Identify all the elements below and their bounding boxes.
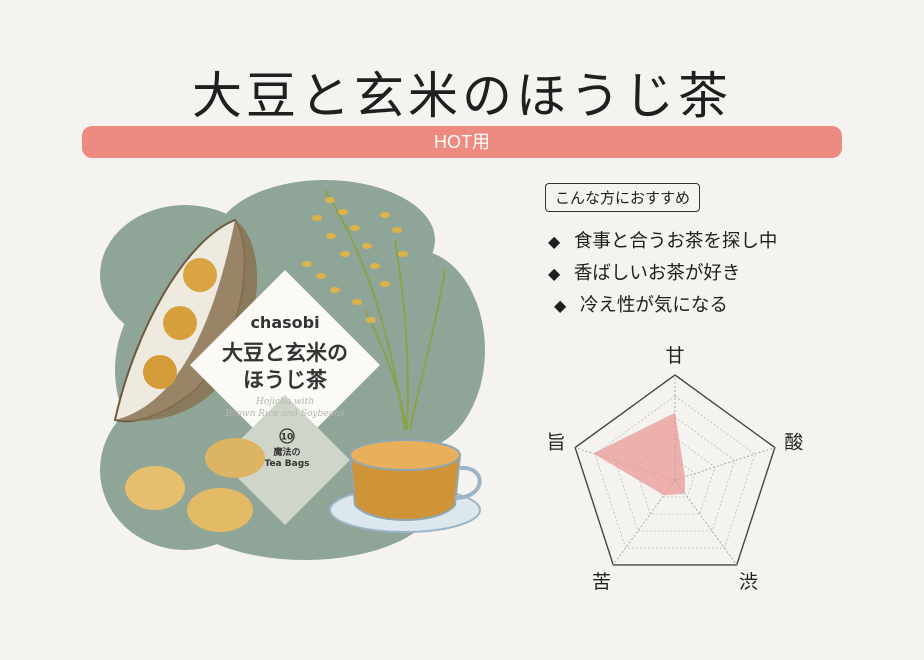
diamond-bullet-icon: ◆ [548, 264, 561, 283]
recommend-list: ◆ 食事と合うお茶を探し中 ◆ 香ばしいお茶が好き ◆ 冷え性が気になる [548, 226, 777, 322]
radar-axis-label: 甘 [665, 345, 684, 367]
radar-grid-ring [574, 374, 776, 566]
recommend-item: ◆ 冷え性が気になる [548, 290, 777, 322]
hot-use-banner: HOT用 [82, 126, 842, 158]
diamond-bullet-icon: ◆ [554, 296, 567, 315]
package-english-line1: Hojicha with [255, 397, 314, 407]
product-illustration: chasobi 大豆と玄米の ほうじ茶 Hojicha with Brown R… [100, 180, 485, 560]
tea-bag-label-line2: Tea Bags [265, 459, 310, 469]
soybeans-icon [125, 438, 265, 532]
taste-radar-chart: 甘酸渋 苦 旨 [547, 345, 804, 593]
radar-spoke [674, 479, 738, 566]
radar-axis-label: 苦 [592, 571, 611, 593]
radar-axis-label: 旨 [547, 431, 566, 453]
diamond-bullet-icon: ◆ [548, 232, 561, 251]
package-name-line1: 大豆と玄米の [222, 341, 348, 365]
radar-grid-ring [654, 458, 696, 498]
radar-data-area [593, 412, 685, 496]
radar-axis-label: 渋 [739, 571, 758, 593]
recommend-item: ◆ 香ばしいお茶が好き [548, 258, 777, 290]
recommend-item: ◆ 食事と合うお茶を探し中 [548, 226, 777, 258]
package-english-line2: Brown Rice and Soybeans [225, 409, 345, 419]
page-title: 大豆と玄米のほうじ茶 [192, 67, 732, 125]
tea-package [190, 270, 380, 525]
tea-bag-count: 10 [281, 433, 294, 443]
radar-spoke [674, 447, 775, 481]
radar-axis-label: 酸 [784, 431, 803, 453]
rice-grains [302, 197, 408, 323]
recommend-label: こんな方におすすめ [545, 183, 701, 212]
brand-logo: chasobi [250, 313, 319, 332]
tea-bag-label-line1: 魔法の [272, 446, 300, 458]
teacup-icon [329, 439, 482, 533]
rice-plant-icon [324, 189, 446, 431]
package-name-line2: ほうじ茶 [243, 368, 328, 392]
